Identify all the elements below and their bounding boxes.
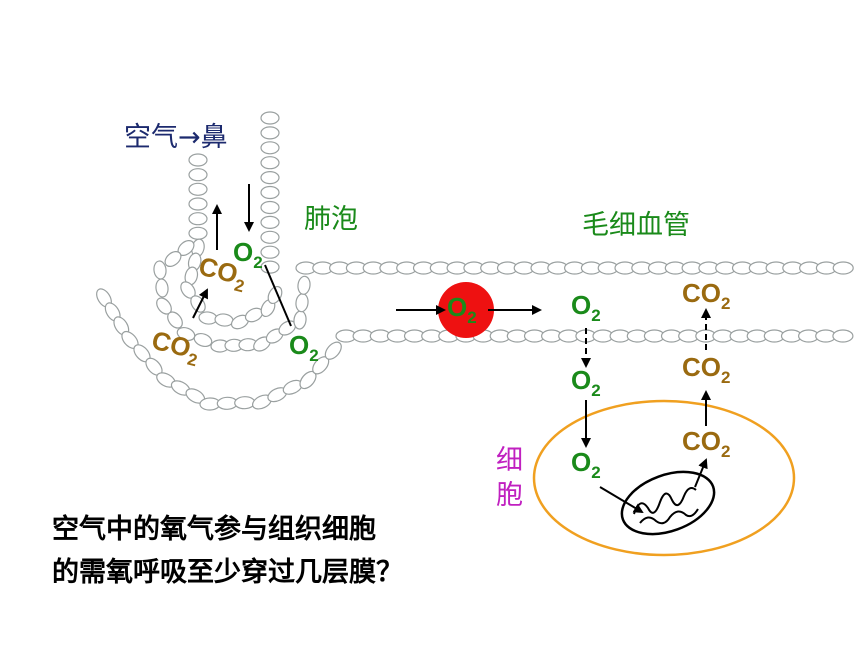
tissue-cell-outline (532, 399, 796, 557)
membrane-bead (260, 230, 280, 244)
membrane-bead (260, 245, 280, 259)
o2-label-capillary: O2 (571, 290, 601, 325)
capillary-wall-top (295, 261, 854, 275)
co2-label-capillary: CO2 (682, 278, 731, 313)
o2-label-alveolus-wall: O2 (289, 330, 319, 365)
membrane-bead (324, 341, 342, 360)
membrane-bead (260, 200, 280, 215)
label-air-to-nose: 空气→鼻 (124, 122, 228, 153)
membrane-bead (260, 185, 280, 200)
question-text: 空气中的氧气参与组织细胞 的需氧呼吸至少穿过几层膜？ (52, 508, 403, 594)
membrane-bead (164, 251, 182, 267)
arrow-co2-alveolus (192, 288, 208, 319)
red-blood-cell (438, 282, 494, 338)
membrane-bead (188, 182, 208, 196)
o2-label-cell: O2 (571, 447, 601, 482)
membrane-bead (188, 212, 208, 226)
membrane-bead (188, 226, 208, 240)
alveolus-outer-wall (96, 288, 342, 411)
alveolus-middle-wall (153, 240, 311, 353)
capillary-wall-bottom (335, 329, 854, 343)
co2-label-cell: CO2 (682, 426, 731, 461)
question-line-2: 的需氧呼吸至少穿过几层膜？ (52, 557, 403, 588)
o2-label-alveolus-in: O2 (233, 237, 263, 272)
membrane-bead (260, 260, 280, 274)
membrane-bead-layers (96, 111, 854, 411)
o2-label-rbc: O2 (447, 292, 477, 327)
alveolus-inner-wall (180, 238, 283, 330)
membrane-bead (260, 215, 280, 229)
label-alveolus: 肺泡 (304, 204, 358, 235)
membrane-bead (260, 126, 280, 140)
membrane-bead (260, 111, 280, 125)
membrane-bead (193, 332, 213, 348)
membrane-bead (234, 396, 256, 410)
question-line-1: 空气中的氧气参与组织细胞 (52, 514, 376, 545)
label-cell: 细胞 (496, 445, 523, 511)
membrane-bead (293, 310, 307, 330)
membrane-bead (214, 313, 234, 327)
airway-left-wall (188, 153, 208, 240)
arrow-o2-diffuse (264, 264, 292, 327)
arrow-co2-from-mito (694, 458, 708, 488)
o2-label-interstitial: O2 (571, 365, 601, 400)
membrane-bead (260, 171, 280, 185)
membrane-bead (832, 261, 854, 275)
membrane-bead (295, 293, 309, 313)
membrane-bead (832, 329, 854, 343)
label-capillary: 毛细血管 (582, 210, 690, 241)
membrane-bead (260, 156, 280, 170)
mitochondrion-icon (620, 470, 716, 536)
arrow-o2-to-mito (599, 486, 644, 514)
membrane-bead (267, 285, 283, 305)
membrane-bead (260, 141, 280, 155)
membrane-bead (297, 275, 311, 295)
membrane-bead (155, 278, 169, 298)
membrane-bead (188, 197, 208, 211)
membrane-bead (167, 311, 183, 329)
flow-arrows (192, 184, 711, 514)
membrane-bead (188, 153, 208, 167)
airway-right-wall (260, 111, 280, 274)
co2-label-interstitial: CO2 (682, 352, 731, 387)
membrane-bead (188, 168, 208, 182)
